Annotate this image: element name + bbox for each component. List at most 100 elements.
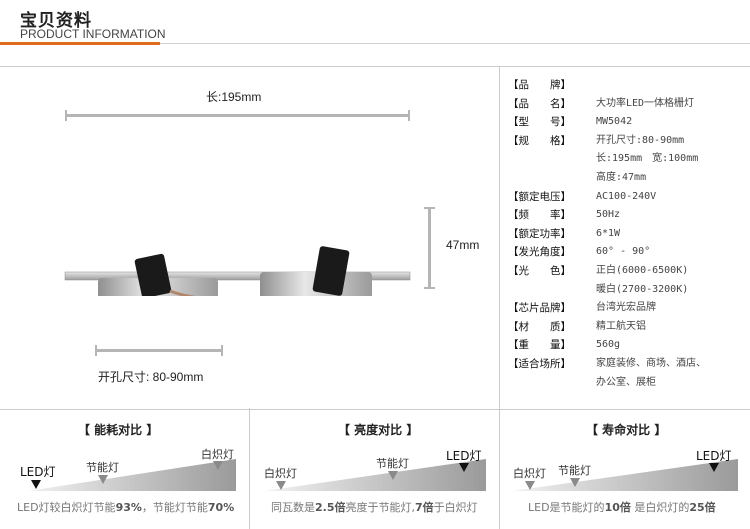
energy-marker-led	[31, 480, 41, 489]
length-bar	[65, 114, 410, 117]
product-info-panel	[0, 66, 750, 410]
spec-key: 【适合场所】	[508, 357, 571, 370]
spec-value: 正白(6000-6500K)	[596, 264, 689, 276]
energy-title: 【 能耗对比 】	[78, 423, 159, 437]
brightness-label-cfl: 节能灯	[376, 457, 409, 470]
cutout-label: 开孔尺寸: 80-90mm	[98, 370, 204, 384]
height-label: 47mm	[446, 238, 480, 252]
spec-key: 【重 量】	[508, 339, 571, 352]
spec-value: AC100-240V	[596, 190, 657, 202]
spec-key: 【品 名】	[508, 97, 571, 110]
spec-table: 【品 牌】 【品 名】 大功率LED一体格栅灯 【型 号】 MW5042 【规 格】…	[508, 76, 748, 392]
energy-label-led: LED灯	[20, 465, 56, 479]
spec-row: 【重 量】 560g	[508, 336, 748, 355]
spec-key: 【规 格】	[508, 134, 571, 147]
height-bar-end-bottom	[424, 287, 435, 289]
lifespan-marker-incandescent	[525, 481, 535, 490]
spec-key: 【额定电压】	[508, 190, 571, 203]
lifespan-label-cfl: 节能灯	[558, 464, 591, 477]
energy-note: LED灯较白炽灯节能93%，节能灯节能70%	[17, 501, 235, 514]
spec-value: 大功率LED一体格栅灯	[596, 97, 695, 109]
spec-row: 【额定功率】 6*1W	[508, 225, 748, 244]
spec-key: 【材 质】	[508, 320, 571, 333]
spec-row: 办公室、展柜	[508, 374, 748, 393]
lifespan-marker-cfl	[570, 478, 580, 487]
header-accent-bar	[0, 42, 160, 45]
spec-key: 【发光角度】	[508, 246, 571, 259]
product-dimension-drawing: 长:195mm 47mm	[0, 66, 499, 408]
energy-comparison: 【 能耗对比 】 LED灯 节能灯 白炽灯 LED灯较白炽灯节能93%，节能灯节…	[0, 408, 249, 529]
energy-label-incandescent: 白炽灯	[201, 448, 234, 461]
spec-key: 【品 牌】	[508, 79, 571, 91]
cutout-bar-end-right	[221, 345, 223, 356]
lifespan-label-incandescent: 白炽灯	[513, 467, 546, 480]
brightness-comparison: 【 亮度对比 】 白炽灯 节能灯 LED灯 同瓦数是2.5倍亮度于节能灯,7倍于…	[250, 408, 499, 529]
spec-value: 560g	[596, 339, 621, 351]
section-title-cn: 宝贝资料	[20, 11, 92, 31]
lifespan-marker-led	[709, 463, 719, 472]
section-title-en: PRODUCT INFORMATION	[20, 27, 166, 41]
cutout-bar-end-left	[95, 345, 97, 356]
spec-row: 【光 色】 正白(6000-6500K)	[508, 262, 748, 281]
spec-value: 高度:47mm	[596, 171, 647, 183]
comparison-divider	[499, 408, 500, 529]
length-bar-end-right	[408, 110, 410, 121]
length-bar-end-left	[65, 110, 67, 121]
header-divider	[0, 43, 750, 44]
spec-row: 【频 率】 50Hz	[508, 206, 748, 225]
spec-value: MW5042	[596, 116, 633, 128]
energy-marker-incandescent	[213, 461, 223, 470]
spec-value: 60° - 90°	[596, 246, 651, 258]
brightness-label-incandescent: 白炽灯	[264, 467, 297, 480]
page-header: 宝贝资料 PRODUCT INFORMATION	[0, 0, 750, 45]
spec-value: 台湾光宏品牌	[596, 302, 656, 314]
spec-key: 【型 号】	[508, 116, 571, 129]
spec-value: 长:195mm 宽:100mm	[596, 153, 699, 165]
spec-key: 【频 率】	[508, 209, 571, 222]
brightness-marker-cfl	[388, 471, 398, 480]
energy-label-cfl: 节能灯	[86, 461, 119, 474]
spec-value: 办公室、展柜	[596, 376, 656, 388]
spec-row: 暖白(2700-3200K)	[508, 281, 748, 300]
lifespan-comparison: 【 寿命对比 】 白炽灯 节能灯 LED灯 LED是节能灯的10倍 是白炽灯的2…	[500, 408, 750, 529]
length-label: 长:195mm	[206, 90, 262, 104]
lifespan-label-led: LED灯	[696, 449, 732, 463]
spec-key: 【芯片品牌】	[508, 302, 571, 315]
spec-row: 【材 质】 精工航天铝	[508, 318, 748, 337]
spec-row: 【芯片品牌】 台湾光宏品牌	[508, 299, 748, 318]
brightness-marker-incandescent	[276, 481, 286, 490]
spec-row: 【适合场所】 家庭装修、商场、酒店、	[508, 355, 748, 374]
spec-row: 【额定电压】 AC100-240V	[508, 188, 748, 207]
comparison-divider	[249, 408, 250, 529]
spec-value: 50Hz	[596, 209, 621, 221]
spec-value: 家庭装修、商场、酒店、	[596, 357, 706, 369]
brightness-label-led: LED灯	[446, 449, 482, 463]
lifespan-title: 【 寿命对比 】	[586, 423, 667, 437]
spec-row: 长:195mm 宽:100mm	[508, 150, 748, 169]
spec-value: 暖白(2700-3200K)	[596, 283, 689, 295]
height-bar-end-top	[424, 207, 435, 209]
spec-row: 【品 名】 大功率LED一体格栅灯	[508, 95, 748, 114]
spec-key: 【光 色】	[508, 264, 571, 277]
spec-row: 【规 格】 开孔尺寸:80-90mm	[508, 132, 748, 151]
lifespan-wedge	[512, 459, 738, 491]
panel-divider	[499, 66, 500, 409]
energy-marker-cfl	[98, 475, 108, 484]
spec-value: 精工航天铝	[596, 320, 646, 332]
brightness-wedge	[264, 459, 486, 491]
spec-row: 【型 号】 MW5042	[508, 113, 748, 132]
brightness-title: 【 亮度对比 】	[338, 423, 419, 437]
spec-row: 【品 牌】	[508, 76, 748, 95]
energy-wedge	[28, 459, 236, 491]
brightness-note: 同瓦数是2.5倍亮度于节能灯,7倍于白炽灯	[271, 501, 478, 514]
spec-row: 高度:47mm	[508, 169, 748, 188]
lifespan-note: LED是节能灯的10倍 是白炽灯的25倍	[528, 501, 716, 514]
cutout-bar	[95, 349, 223, 352]
grille-light-image	[64, 246, 411, 296]
height-bar	[428, 207, 431, 289]
spec-key: 【额定功率】	[508, 227, 571, 240]
spec-value: 6*1W	[596, 227, 621, 239]
spec-value: 开孔尺寸:80-90mm	[596, 134, 685, 146]
brightness-marker-led	[459, 463, 469, 472]
spec-row: 【发光角度】 60° - 90°	[508, 243, 748, 262]
